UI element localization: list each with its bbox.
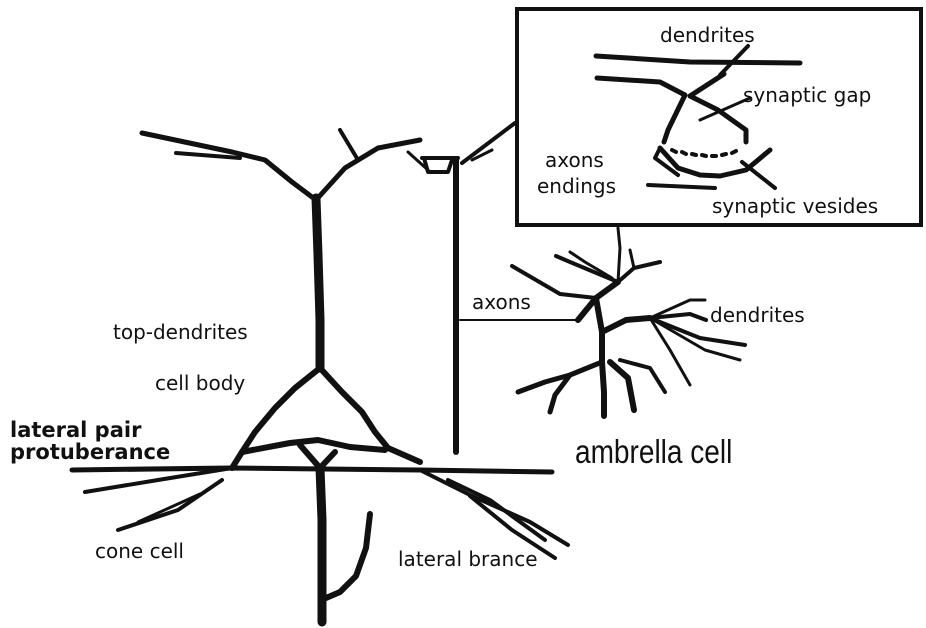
inset-vesicles-pointer	[742, 162, 775, 188]
inset-axon-line	[648, 185, 715, 188]
ambrella-dendrite-top-2	[618, 262, 660, 282]
left-dendrite-2	[118, 480, 222, 530]
inset-label-dendrites: dendrites	[660, 23, 755, 47]
inset-dendrite-second-line	[597, 78, 685, 142]
ambrella-dendrite-top-5	[618, 228, 620, 282]
top-dendrite-branch-left	[142, 133, 316, 200]
inset-dendrite-right	[690, 74, 746, 142]
label-lateral-brance: lateral brance	[398, 547, 538, 571]
label-lateral-pair: lateral pair	[10, 418, 142, 442]
inset-dendrite-top-line	[596, 56, 800, 63]
top-dendrite-branch-right	[316, 140, 420, 200]
inset-label-axons: axons	[545, 148, 604, 172]
ambrella-dendrite-bottom-3	[602, 362, 604, 416]
right-dendrite-1	[420, 470, 568, 545]
inset-label-synaptic-gap: synaptic gap	[743, 83, 871, 107]
label-ambrella-cell: ambrella cell	[575, 434, 732, 471]
connector-to-inset	[462, 123, 515, 163]
label-protuberance: protuberance	[10, 440, 170, 464]
lateral-baseline	[72, 468, 552, 472]
lateral-branch	[326, 514, 370, 598]
label-dendrites: dendrites	[710, 303, 805, 327]
synapse-connector	[408, 123, 515, 452]
label-cell-body: cell body	[155, 371, 245, 395]
synapse-inset: dendrites synaptic gap axons endings syn…	[517, 9, 921, 225]
cell-body-outline	[242, 368, 420, 468]
label-axons: axons	[472, 290, 531, 314]
ambrella-dendrite-bottom-4	[610, 362, 634, 410]
right-dendrite-2	[448, 480, 545, 540]
ambrella-dendrite-top-1	[556, 256, 618, 282]
label-top-dendrites: top-dendrites	[113, 320, 248, 344]
descending-axon	[320, 468, 322, 622]
ambrella-dendrite-top-3	[630, 250, 634, 268]
top-dendrite-twig-right	[340, 130, 358, 160]
inset-label-synaptic-vesicles: synaptic vesides	[712, 194, 878, 218]
label-cone-cell: cone cell	[95, 539, 184, 563]
ambrella-cell	[460, 228, 745, 416]
inset-label-endings: endings	[537, 174, 616, 198]
left-dendrite-3	[138, 494, 200, 522]
ambrella-body	[578, 282, 650, 362]
synaptic-vesicles-dots	[672, 150, 736, 156]
apical-trunk	[316, 198, 320, 368]
